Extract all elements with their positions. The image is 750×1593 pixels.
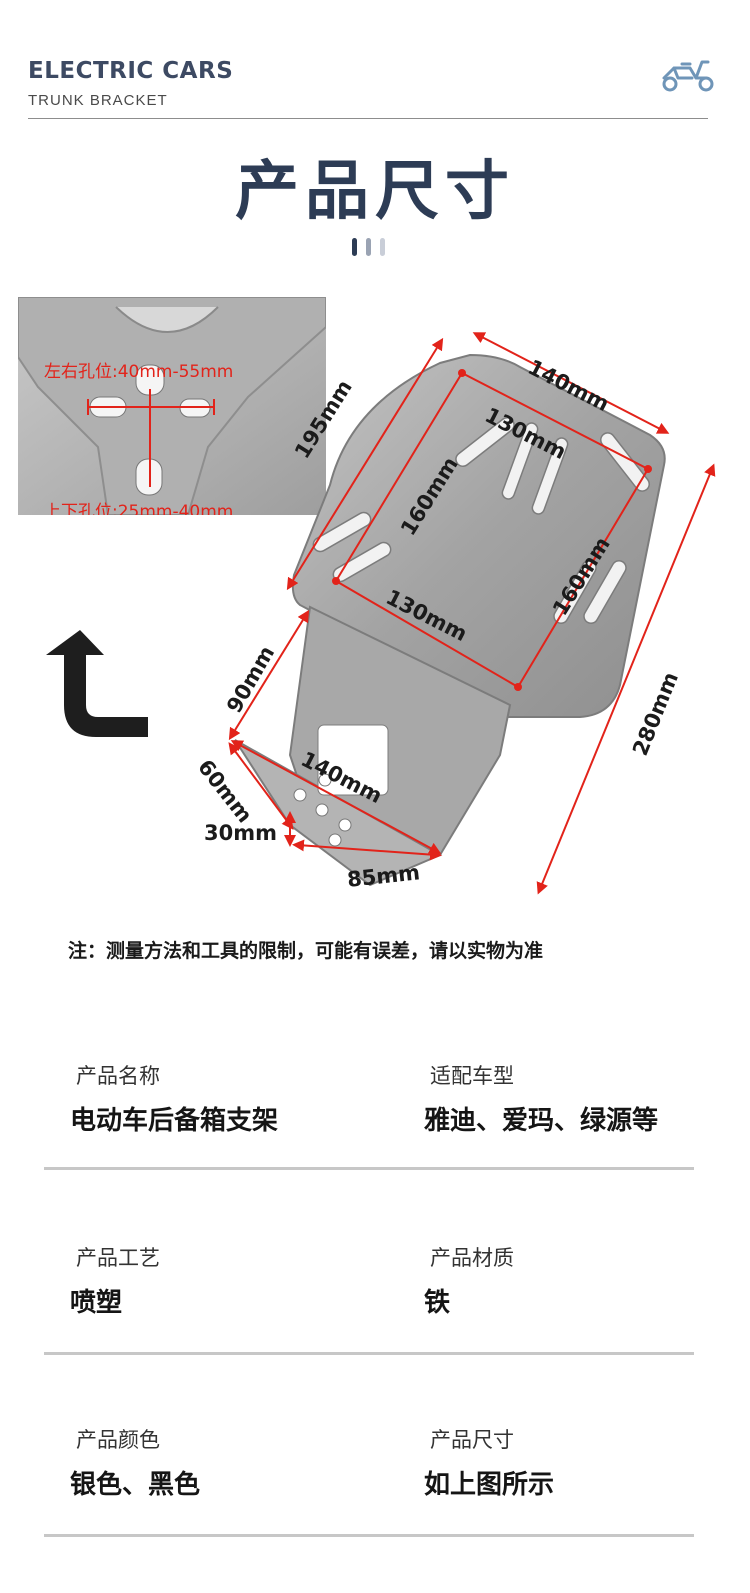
dim-line-inner-bottom	[335, 580, 519, 688]
spec-value: 如上图所示	[424, 1470, 555, 1500]
dim-line-mount-bottom	[292, 839, 442, 861]
dim-line-inner-left	[335, 372, 463, 582]
spec-value: 铁	[424, 1288, 451, 1318]
spec-label: 适配车型	[430, 1064, 514, 1088]
divider-mark	[352, 238, 357, 256]
spec-label: 产品名称	[76, 1064, 160, 1088]
spec-value: 喷塑	[70, 1288, 123, 1318]
spec-divider	[44, 1352, 694, 1355]
measurement-note: 注：测量方法和工具的限制，可能有误差，请以实物为准	[68, 940, 544, 962]
divider-mark	[366, 238, 371, 256]
spec-value: 银色、黑色	[70, 1470, 201, 1500]
spec-label: 产品尺寸	[430, 1428, 514, 1452]
spec-label: 产品工艺	[76, 1246, 160, 1270]
bracket-illustration	[46, 332, 716, 895]
top-bottom-hole-label: 上下孔位:25mm-40mm	[44, 502, 234, 515]
divider-mark	[380, 238, 385, 256]
spec-value: 电动车后备箱支架	[70, 1106, 279, 1136]
spec-label: 产品材质	[430, 1246, 514, 1270]
mounting-holes-inset: 左右孔位:40mm-55mm 上下孔位:25mm-40mm	[18, 297, 326, 515]
header-divider	[28, 118, 708, 119]
product-dimension-figure: 左右孔位:40mm-55mm 上下孔位:25mm-40mm	[0, 285, 750, 925]
dim-line-top-width	[472, 332, 670, 434]
dim-line-left-side	[286, 337, 444, 591]
section-title: 产品尺寸	[235, 155, 515, 229]
inset-illustration	[18, 297, 326, 515]
left-right-hole-label: 左右孔位:40mm-55mm	[44, 362, 234, 382]
dim-line-mount-side	[228, 742, 294, 830]
dim-line-neck-length	[228, 609, 310, 741]
brand-title: ELECTRIC CARS	[28, 58, 234, 84]
dim-line-inner-top	[461, 372, 649, 470]
spec-divider	[44, 1534, 694, 1537]
spec-label: 产品颜色	[76, 1428, 160, 1452]
curved-arrow-icon	[46, 630, 148, 737]
dim-line-overall-length	[536, 463, 716, 895]
spec-row: 产品工艺 喷塑 产品材质 铁	[44, 1222, 694, 1402]
spec-row: 产品颜色 银色、黑色 产品尺寸 如上图所示	[44, 1404, 694, 1584]
spec-row: 产品名称 电动车后备箱支架 适配车型 雅迪、爱玛、绿源等	[44, 1040, 694, 1220]
spec-divider	[44, 1167, 694, 1170]
corner-dots	[332, 369, 652, 691]
dim-mount-small: 30mm	[204, 821, 277, 845]
scooter-icon	[662, 60, 714, 92]
spec-value: 雅迪、爱玛、绿源等	[424, 1106, 659, 1136]
brand-subtitle: TRUNK BRACKET	[28, 92, 168, 109]
title-divider-marks	[352, 238, 392, 258]
